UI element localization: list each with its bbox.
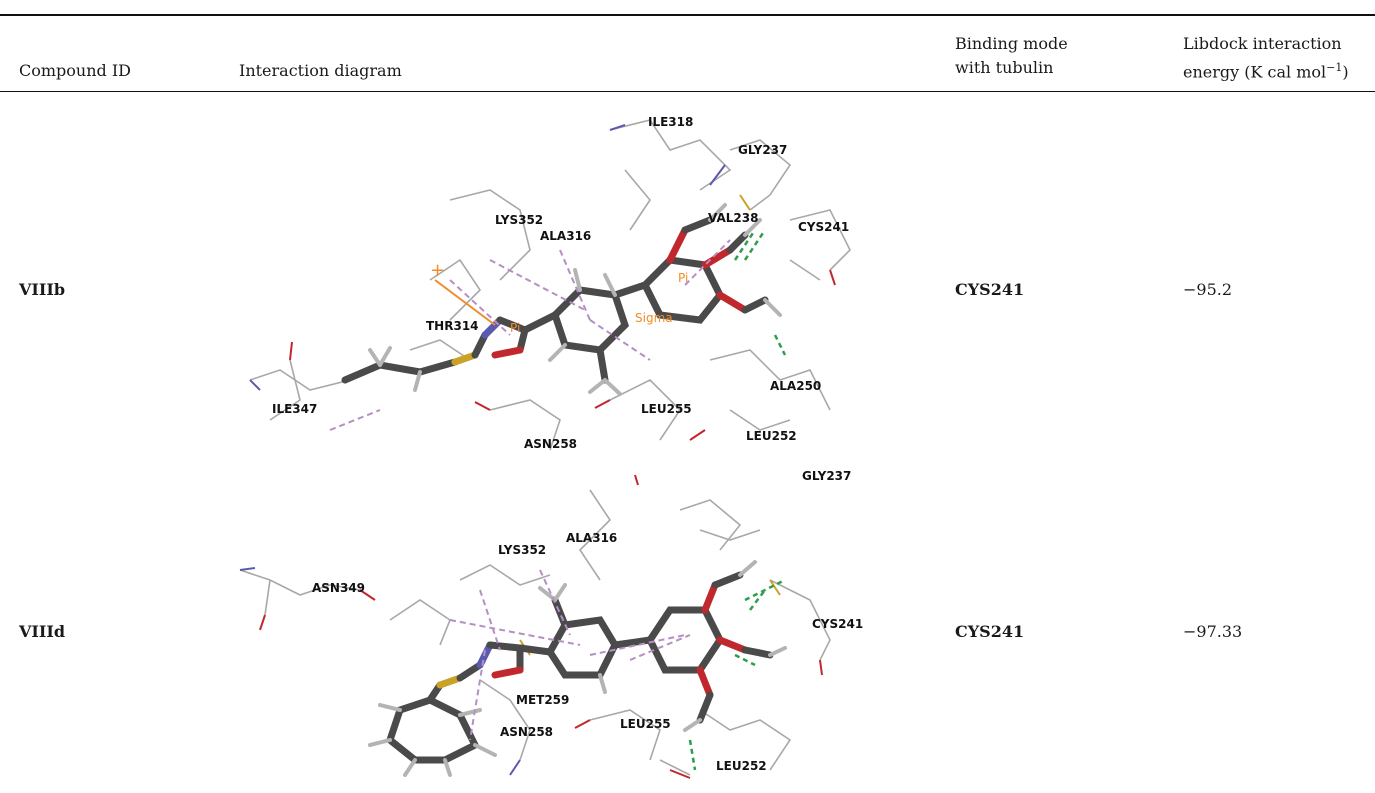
- interaction-diagram-viiid: GLY237 ALA316 LYS352 ASN349 CYS241 MET25…: [239, 470, 863, 779]
- row-viiid-binding-mode: CYS241: [955, 622, 1025, 641]
- header-binding-mode-line1: Binding mode: [955, 34, 1068, 53]
- hydrogen-bond-interactions: [688, 578, 786, 771]
- row-viiid-energy: −97.33: [1183, 622, 1243, 641]
- residue-ile347: ILE347: [272, 402, 317, 416]
- row-viiib-energy: −95.2: [1183, 280, 1233, 299]
- hydrogen-atoms: [368, 560, 787, 777]
- header-binding-mode: Binding mode with tubulin: [955, 32, 1068, 80]
- interaction-labels: + Sigma Pi Pi: [430, 260, 688, 335]
- residue-ala316: ALA316: [540, 229, 591, 243]
- pi-cation-label: +: [430, 260, 445, 281]
- residue-val238: VAL238: [708, 211, 758, 225]
- header-energy: Libdock interaction energy (K cal mol−1): [1183, 32, 1349, 84]
- residue-lys352: LYS352: [498, 543, 546, 557]
- header-energy-sup: −1: [1326, 61, 1343, 74]
- header-interaction-diagram: Interaction diagram: [239, 61, 402, 80]
- row-viiib-compound: VIIIb: [19, 280, 66, 299]
- header-binding-mode-line2: with tubulin: [955, 58, 1054, 77]
- hydrogen-bond-interactions: [733, 229, 787, 356]
- residue-wireframes: [239, 489, 831, 776]
- residue-leu255: LEU255: [620, 717, 671, 731]
- table-top-rule: [0, 14, 1375, 16]
- hydrogen-atoms: [368, 203, 782, 396]
- residue-asn258: ASN258: [524, 437, 577, 451]
- interaction-diagram-viiib: + Sigma Pi Pi ILE318 GLY237 LYS352 VAL23…: [249, 115, 851, 451]
- table-header-rule: [0, 91, 1375, 92]
- residue-cys241: CYS241: [798, 220, 849, 234]
- residue-thr314: THR314: [426, 319, 479, 333]
- header-compound-id: Compound ID: [19, 61, 132, 80]
- header-energy-line1: Libdock interaction: [1183, 34, 1342, 53]
- sigma-label: Sigma: [635, 311, 673, 325]
- ligand-bonds: [385, 571, 774, 764]
- header-energy-suffix: ): [1342, 62, 1349, 82]
- residue-wireframes: [249, 119, 851, 451]
- pi-label: Pi: [678, 271, 688, 285]
- header-energy-line2: energy (K cal mol−1): [1183, 56, 1349, 84]
- residue-gly237: GLY237: [802, 470, 851, 483]
- pi-label-2: Pi: [510, 321, 520, 335]
- residue-leu252: LEU252: [746, 429, 797, 443]
- row-viiid-compound: VIIId: [19, 622, 66, 641]
- header-energy-prefix: energy (K cal mol: [1183, 62, 1327, 82]
- residue-lys352: LYS352: [495, 213, 543, 227]
- residue-ala250: ALA250: [770, 379, 821, 393]
- row-viiib-binding-mode: CYS241: [955, 280, 1025, 299]
- residue-met259: MET259: [516, 693, 569, 707]
- residue-asn258: ASN258: [500, 725, 553, 739]
- ligand-bonds: [341, 216, 769, 384]
- pi-cation-interaction: [434, 279, 496, 326]
- residue-ala316: ALA316: [566, 531, 617, 545]
- residue-cys241: CYS241: [812, 617, 863, 631]
- residue-gly237: GLY237: [738, 143, 787, 157]
- residue-asn349: ASN349: [312, 581, 365, 595]
- residue-labels: GLY237 ALA316 LYS352 ASN349 CYS241 MET25…: [312, 470, 863, 773]
- residue-leu255: LEU255: [641, 402, 692, 416]
- pi-alkyl-interactions: [449, 569, 691, 741]
- residue-ile318: ILE318: [648, 115, 693, 129]
- residue-leu252: LEU252: [716, 759, 767, 773]
- pi-alkyl-interactions: [329, 239, 731, 431]
- residue-heteroatoms: [249, 124, 836, 441]
- residue-labels: ILE318 GLY237 LYS352 VAL238 CYS241 ALA31…: [272, 115, 849, 451]
